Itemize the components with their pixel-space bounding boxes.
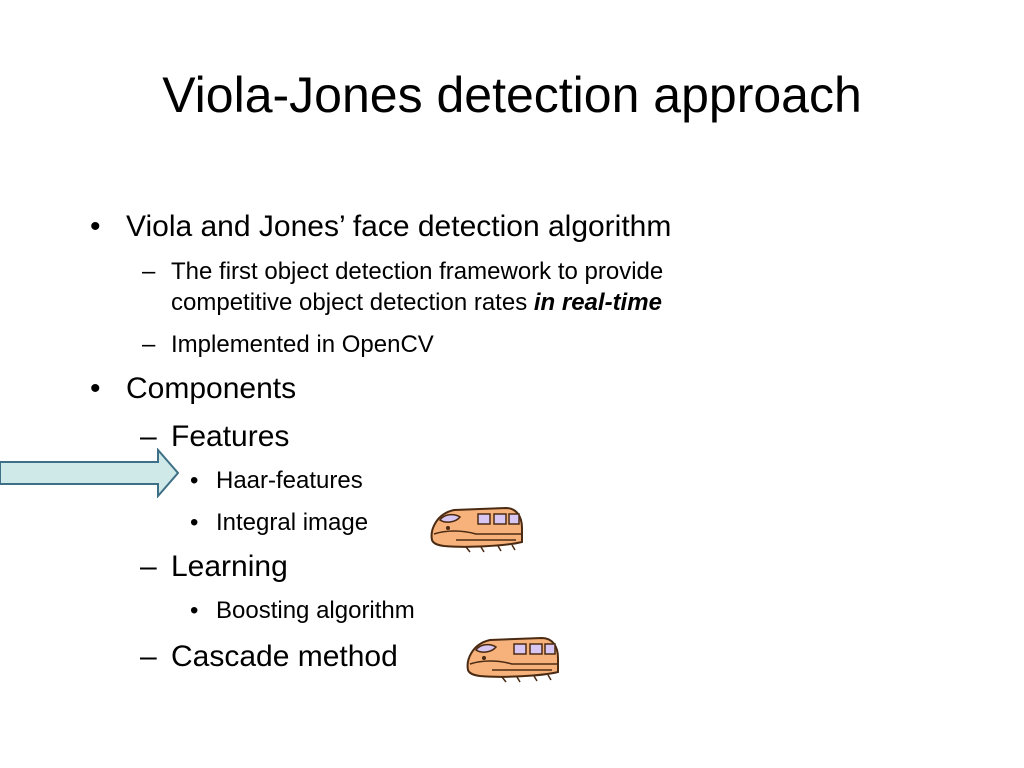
bullet-2-glyph: •	[90, 372, 101, 405]
bullet-2-text: Components	[126, 372, 297, 405]
sub-bullet-1-2-glyph: –	[142, 331, 156, 358]
sub-bullet-2-3-text: Cascade method	[171, 640, 398, 673]
item-haar-features: Haar-features	[216, 467, 363, 494]
bullet-1-glyph: •	[90, 210, 101, 243]
cartoon-train-icon-2	[466, 636, 559, 683]
train-drawing	[430, 506, 523, 553]
sub-bullet-1-1-text: The first object detection framework to …	[171, 258, 664, 285]
sub-bullet-2-2-text: Learning	[171, 550, 288, 583]
arrow-shape	[0, 448, 180, 498]
item-boosting-glyph: •	[190, 597, 199, 624]
realtime-emphasis: in real-time	[533, 289, 662, 316]
train-drawing-2	[466, 636, 559, 683]
sub-bullet-2-1-glyph: –	[140, 420, 157, 453]
cartoon-train-icon	[430, 506, 523, 553]
item-haar-glyph: •	[190, 467, 199, 494]
sub-bullet-1-1-glyph: –	[142, 258, 156, 285]
right-arrow-icon	[0, 448, 180, 498]
sub-bullet-1-1-continuation: competitive object detection rates in re…	[171, 289, 662, 317]
item-boosting-algorithm: Boosting algorithm	[216, 597, 415, 624]
item-integral-glyph: •	[190, 509, 199, 536]
sub-bullet-2-1-text: Features	[171, 420, 290, 453]
bullet-1: •	[90, 210, 101, 245]
sub-bullet-1-1-continuation-text: competitive object detection rates	[171, 289, 528, 316]
sub-bullet-1-2-text: Implemented in OpenCV	[171, 331, 434, 358]
slide-title: Viola-Jones detection approach	[162, 67, 862, 123]
item-integral-image: Integral image	[216, 509, 369, 536]
sub-bullet-2-3-glyph: –	[140, 640, 157, 673]
bullet-1-text: Viola and Jones’ face detection algorith…	[126, 210, 672, 243]
sub-bullet-2-2-glyph: –	[140, 550, 157, 583]
